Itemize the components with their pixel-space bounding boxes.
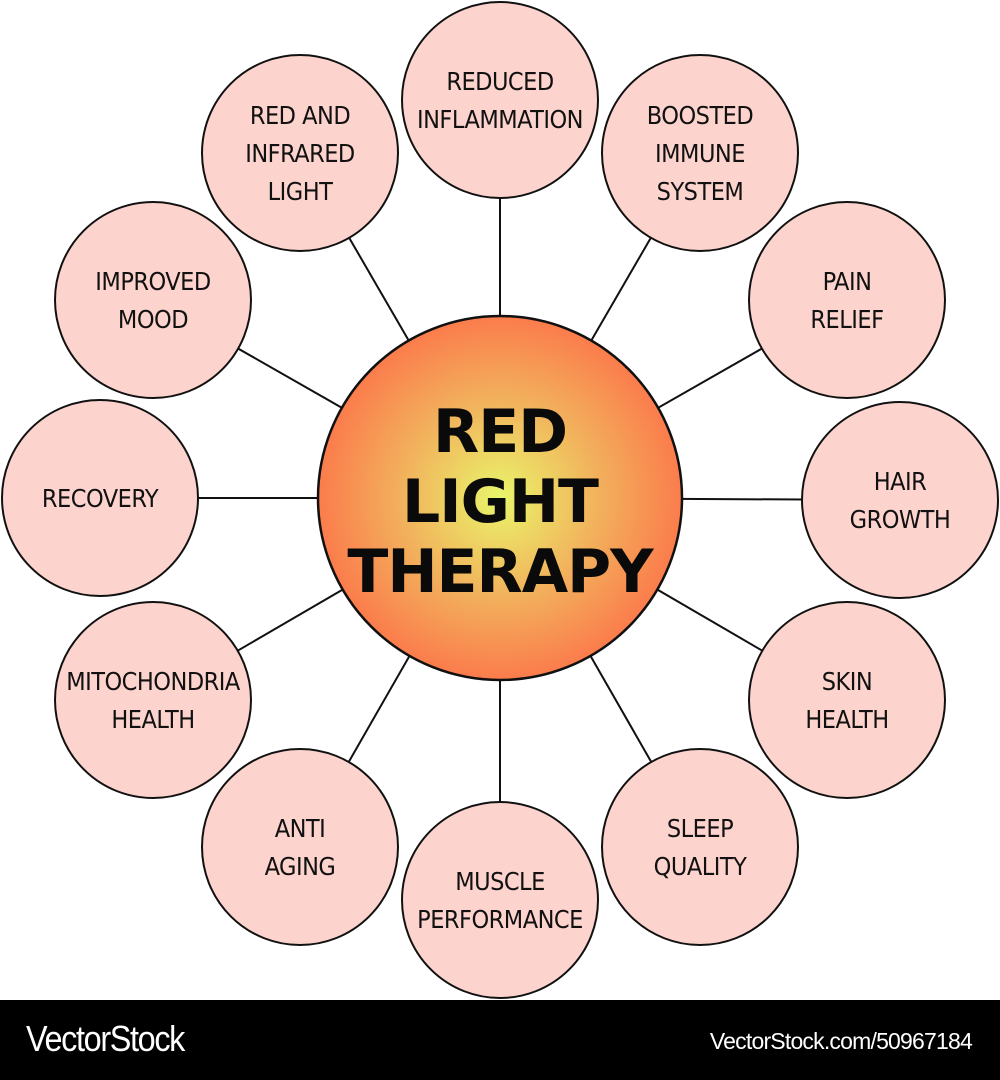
topic-label-line: REDUCED (446, 67, 553, 96)
topic-circle (201, 54, 399, 252)
topic-label-line: BOOSTED (647, 101, 753, 130)
topic-node: RECOVERY (1, 399, 199, 597)
topic-circle (54, 201, 252, 399)
topic-node: MITOCHONDRIA HEALTH (54, 601, 252, 799)
topic-label-line: SYSTEM (657, 177, 744, 206)
topic-circle (401, 801, 599, 999)
topic-node: SLEEP QUALITY (601, 748, 799, 946)
topic-label-line: MOOD (118, 305, 188, 334)
topic-label-line: QUALITY (654, 852, 747, 881)
topic-circle (201, 748, 399, 946)
brand-logo: VectorStock (26, 1018, 185, 1059)
topic-circle (748, 601, 946, 799)
topic-node: ANTI AGING (201, 748, 399, 946)
topic-circle (601, 748, 799, 946)
topic-node: IMPROVED MOOD (54, 201, 252, 399)
topic-label-line: LIGHT (268, 177, 334, 206)
topic-label-line: PERFORMANCE (417, 905, 583, 934)
topic-label-line: SKIN (822, 667, 872, 696)
topic-label-line: IMPROVED (95, 267, 210, 296)
topic-circle (401, 1, 599, 199)
topic-label-line: RELIEF (810, 305, 883, 334)
topic-node: PAIN RELIEF (748, 201, 946, 399)
center-label-line: LIGHT (402, 467, 599, 537)
topic-circle (54, 601, 252, 799)
topic-label-line: IMMUNE (655, 139, 745, 168)
topic-label-line: RED AND (250, 101, 350, 130)
topic-circle (1, 399, 199, 597)
topic-node: REDUCED INFLAMMATION (401, 1, 599, 199)
topic-label-line: INFLAMMATION (417, 105, 583, 134)
topic-label-line: PAIN (823, 267, 872, 296)
topic-label-line: AGING (265, 852, 336, 881)
topic-circle (801, 401, 999, 599)
topic-label-line: SLEEP (667, 814, 733, 843)
topic-circle (601, 54, 799, 252)
topic-node: SKIN HEALTH (748, 601, 946, 799)
topic-label-line: RECOVERY (42, 484, 159, 513)
topic-label-line: HEALTH (111, 705, 194, 734)
topic-node: HAIR GROWTH (801, 401, 999, 599)
topic-label-line: MUSCLE (455, 867, 545, 896)
topic-node: BOOSTED IMMUNE SYSTEM (601, 54, 799, 252)
center-label-line: RED (433, 397, 567, 467)
topic-label-line: INFRARED (245, 139, 355, 168)
topic-label-line: GROWTH (850, 505, 951, 534)
center-node: RED LIGHT THERAPY (316, 314, 684, 682)
footer-bar: VectorStock VectorStock.com/50967184 (0, 1000, 1000, 1080)
topic-node: MUSCLE PERFORMANCE (401, 801, 599, 999)
topic-label-line: HAIR (874, 467, 927, 496)
topic-label-line: MITOCHONDRIA (66, 667, 241, 696)
topic-label-line: ANTI (275, 814, 326, 843)
topic-label-line: HEALTH (805, 705, 888, 734)
topic-circle (748, 201, 946, 399)
center-label-line: THERAPY (347, 537, 655, 607)
topic-node: RED AND INFRARED LIGHT (201, 54, 399, 252)
stock-id: VectorStock.com/50967184 (709, 1028, 973, 1054)
